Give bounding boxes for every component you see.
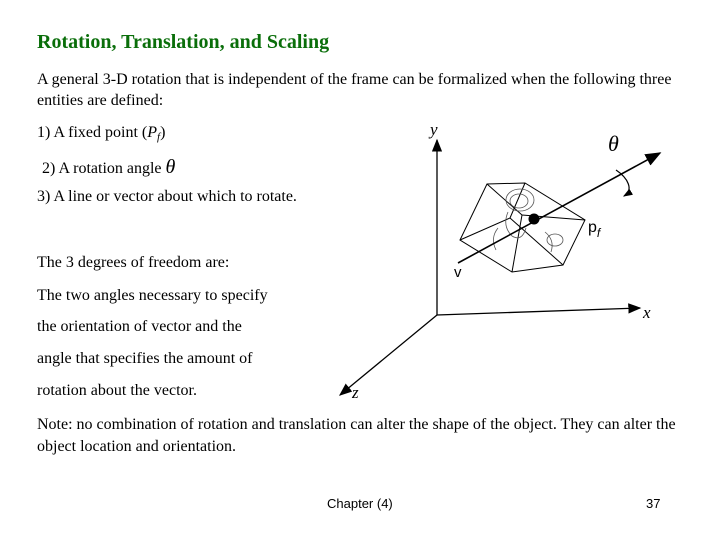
z-axis (338, 314, 438, 396)
footer-chapter: Chapter (4) (327, 496, 393, 511)
desc-line-4: rotation about the vector. (37, 382, 197, 399)
desc-line-2: the orientation of vector and the (37, 318, 242, 335)
item2-text: 2) A rotation angle (42, 160, 162, 177)
pf-label: pf (588, 219, 602, 240)
vector-v-label: v (454, 264, 462, 281)
item-fixed-point: 1) A fixed point (Pf) (37, 124, 165, 143)
slide-title: Rotation, Translation, and Scaling (37, 31, 330, 53)
item1-subscript: f (157, 131, 161, 143)
x-axis-label: x (642, 303, 651, 322)
item1-prefix: 1) A fixed point ( (37, 124, 148, 141)
dof-heading: The 3 degrees of freedom are: (37, 254, 230, 271)
page-number: 37 (646, 496, 661, 511)
item-rotation-vector: 3) A line or vector about which to rotat… (37, 188, 297, 205)
note-paragraph: Note: no combination of rotation and tra… (37, 416, 676, 455)
theta-label: θ (608, 131, 619, 156)
item-rotation-angle: 2) A rotation angle θ (42, 156, 175, 179)
desc-line-3: angle that specifies the amount of (37, 350, 253, 367)
x-axis (436, 303, 642, 316)
pf-main: p (588, 219, 597, 236)
item1-suffix: ) (160, 124, 166, 141)
object-sketch (493, 188, 564, 253)
rotation-arc (615, 169, 634, 197)
fixed-point-dot (528, 213, 540, 225)
item2-theta-symbol: θ (165, 156, 176, 178)
z-axis-label: z (351, 383, 359, 402)
desc-line-1: The two angles necessary to specify (37, 287, 268, 304)
item1-symbol: P (147, 124, 157, 141)
intro-paragraph: A general 3-D rotation that is independe… (37, 71, 672, 109)
y-axis-label: y (428, 120, 438, 139)
rotation-vector-line (457, 152, 662, 264)
pf-sub: f (597, 226, 602, 240)
